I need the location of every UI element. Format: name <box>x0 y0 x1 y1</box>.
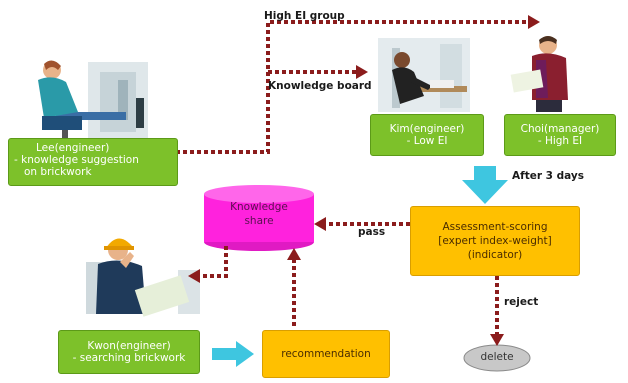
kwon-illustration <box>86 238 200 317</box>
lee-topic: on brickwork <box>24 166 92 178</box>
arrow-lee-to-groups <box>176 20 530 154</box>
choi-illustration <box>510 36 568 112</box>
assessment-weight: [expert index-weight] <box>438 235 552 247</box>
assessment-title: Assessment-scoring <box>442 221 548 233</box>
lee-node: Lee(engineer) - knowledge suggestion on … <box>8 138 178 186</box>
arrowhead-pass <box>314 217 326 231</box>
assessment-indicator: (indicator) <box>467 249 523 261</box>
arrowhead-reject <box>490 334 504 346</box>
arrowhead-high-ei <box>528 15 540 29</box>
cyan-arrow-down <box>462 166 508 204</box>
dotted-arrows <box>176 20 530 334</box>
choi-node: Choi(manager) - High EI <box>504 114 616 156</box>
lee-role: - knowledge suggestion <box>14 154 139 166</box>
kwon-task: - searching brickwork <box>72 352 186 364</box>
pass-label: pass <box>358 226 386 238</box>
choi-ei: - High EI <box>537 135 583 147</box>
cyan-arrow-right <box>212 341 254 367</box>
kim-ei: - Low EI <box>406 135 448 147</box>
arrowhead-kwon <box>188 269 200 283</box>
knowledge-board-label: Knowledge board <box>268 80 372 92</box>
reject-label: reject <box>504 296 539 308</box>
kim-node: Kim(engineer) - Low EI <box>370 114 484 156</box>
arrowhead-knowledge-board <box>356 65 368 79</box>
recommendation-node: recommendation <box>262 330 390 378</box>
arrowheads <box>188 15 540 346</box>
after-3-days-label: After 3 days <box>512 170 585 182</box>
kim-illustration <box>378 38 470 112</box>
recommendation-label: recommendation <box>281 348 371 360</box>
knowledge-share-text: Knowledge share <box>204 200 314 228</box>
lee-name: Lee(engineer) <box>36 142 110 154</box>
delete-label: delete <box>480 351 514 363</box>
high-ei-group-label: High EI group <box>264 10 345 22</box>
arrow-share-to-kwon <box>198 246 228 278</box>
arrowhead-up <box>287 248 301 260</box>
kim-name: Kim(engineer) <box>389 123 465 135</box>
lee-illustration <box>38 60 148 140</box>
cyan-arrows <box>212 166 508 367</box>
assessment-node: Assessment-scoring [expert index-weight]… <box>410 206 580 276</box>
kwon-name: Kwon(engineer) <box>87 340 171 352</box>
knowledge-share-cylinder <box>204 185 314 251</box>
kwon-node: Kwon(engineer) - searching brickwork <box>58 330 200 374</box>
knowledge-share-line2: share <box>244 215 274 227</box>
knowledge-share-line1: Knowledge <box>230 201 288 213</box>
choi-name: Choi(manager) <box>520 123 600 135</box>
